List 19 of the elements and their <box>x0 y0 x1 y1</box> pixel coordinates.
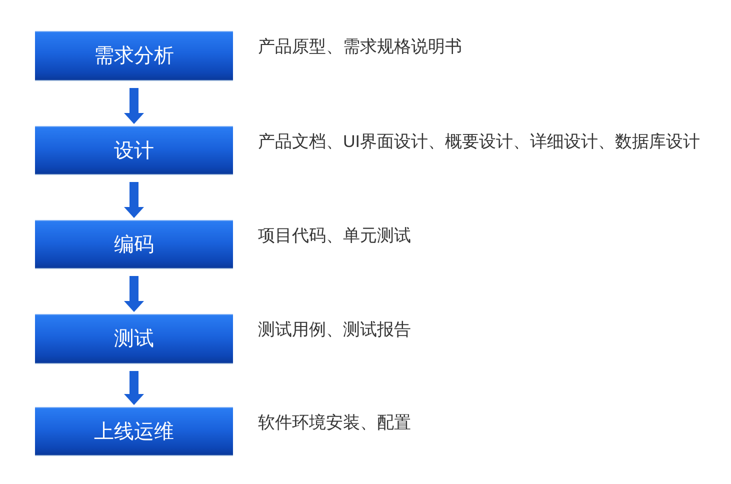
annotation-text: 产品原型、需求规格说明书 <box>258 37 462 57</box>
step-label: 设计 <box>114 138 154 162</box>
process-box <box>35 220 233 269</box>
annotation-text: 测试用例、测试报告 <box>258 320 411 340</box>
annotation-text: 项目代码、单元测试 <box>258 226 411 246</box>
step-label: 需求分析 <box>94 44 174 68</box>
arrow <box>124 88 144 124</box>
step-label: 编码 <box>114 232 154 256</box>
process-box <box>35 314 233 364</box>
step-label: 测试 <box>114 327 154 351</box>
process-box <box>35 407 233 456</box>
process-box <box>35 31 233 81</box>
annotation-text: 产品文档、UI界面设计、概要设计、详细设计、数据库设计 <box>258 132 700 152</box>
step-label: 上线运维 <box>94 420 174 444</box>
process-box <box>35 126 233 175</box>
arrow <box>124 182 144 218</box>
arrow <box>124 371 144 405</box>
annotation-text: 软件环境安装、配置 <box>258 413 411 433</box>
arrow <box>124 276 144 312</box>
